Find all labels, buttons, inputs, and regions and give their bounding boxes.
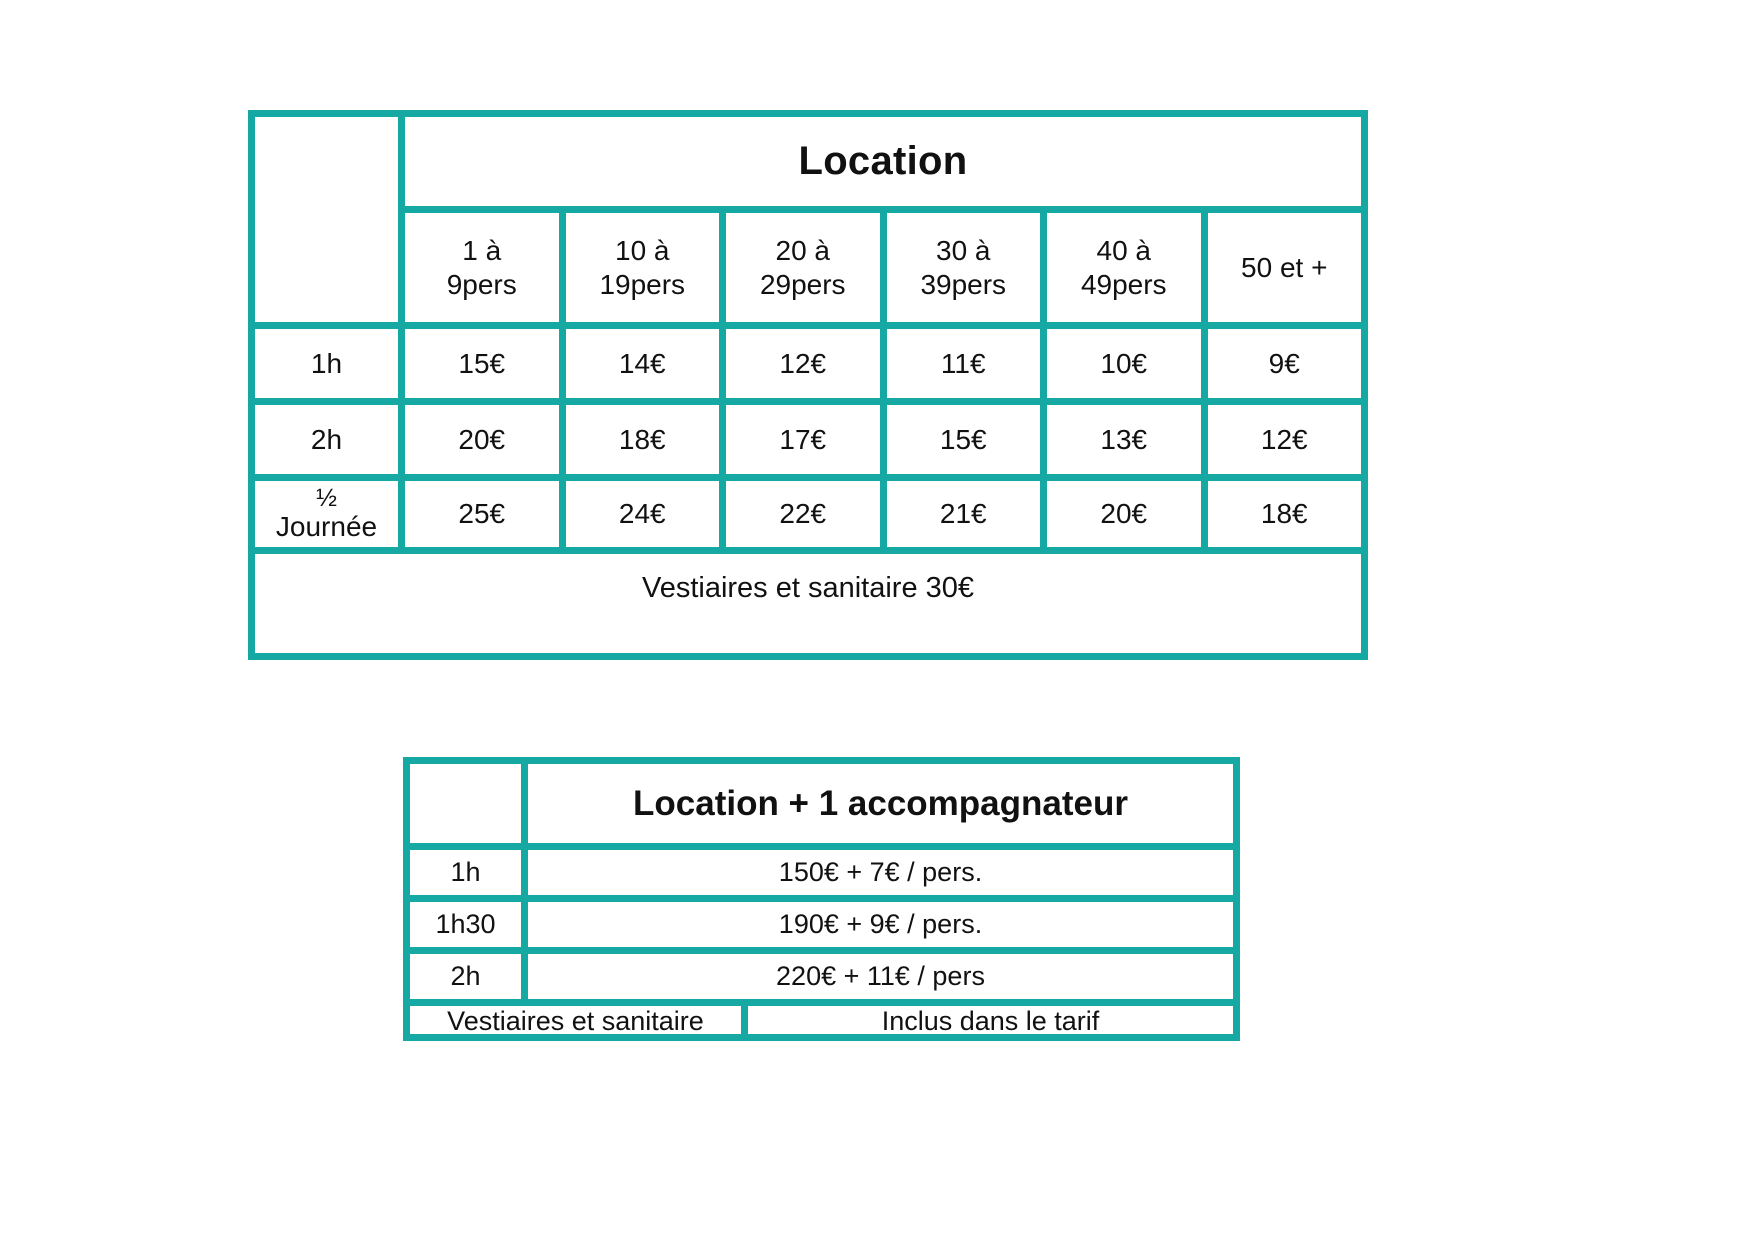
accompagnateur-footer-value: Inclus dans le tarif bbox=[881, 1006, 1100, 1036]
accompagnateur-row-1h30: 1h30 190€ + 9€ / pers. bbox=[410, 902, 1233, 954]
location-row-label-column: 1h 2h ½ Journée bbox=[255, 117, 405, 547]
column-header-1-9-line2: 9pers bbox=[446, 268, 517, 300]
half-day-fraction: ½ bbox=[316, 484, 337, 513]
column-header-20-29-line1: 20 à bbox=[775, 234, 831, 266]
price-1h-10-19: 14€ bbox=[565, 329, 726, 398]
accompagnateur-price-1h30: 190€ + 9€ / pers. bbox=[778, 909, 983, 939]
location-column-header-row: 1 à 9pers 10 à 19pers 20 bbox=[405, 213, 1361, 329]
accompagnateur-title-row: Location + 1 accompagnateur bbox=[410, 764, 1233, 850]
column-header-10-19-line1: 10 à bbox=[615, 234, 670, 266]
accompagnateur-price-1h: 150€ + 7€ / pers. bbox=[778, 857, 983, 887]
price-1h-50-plus: 9€ bbox=[1207, 329, 1361, 398]
location-table-upper: 1h 2h ½ Journée Location bbox=[255, 117, 1361, 547]
row-label-half-day: ½ Journée bbox=[255, 481, 398, 547]
location-table-title: Location bbox=[405, 117, 1361, 213]
price-2h-30-39: 15€ bbox=[886, 405, 1047, 474]
accompagnateur-table-title: Location + 1 accompagnateur bbox=[633, 783, 1128, 823]
price-row-half-day: 25€ 24€ 22€ 21€ 20€ 18€ bbox=[405, 481, 1361, 547]
column-header-20-29: 20 à 29pers bbox=[726, 213, 887, 322]
price-row-2h: 20€ 18€ 17€ 15€ 13€ 12€ bbox=[405, 405, 1361, 481]
price-2h-50-plus: 12€ bbox=[1207, 405, 1361, 474]
accompagnateur-label-1h30: 1h30 bbox=[410, 902, 528, 947]
column-header-10-19: 10 à 19pers bbox=[565, 213, 726, 322]
price-2h-20-29: 17€ bbox=[726, 405, 887, 474]
accompagnateur-row-2h: 2h 220€ + 11€ / pers bbox=[410, 954, 1233, 1006]
accompagnateur-price-2h: 220€ + 11€ / pers bbox=[776, 961, 985, 991]
column-header-30-39-line1: 30 à bbox=[936, 234, 991, 266]
price-1h-30-39: 11€ bbox=[886, 329, 1047, 398]
half-day-word: Journée bbox=[275, 511, 378, 543]
accompagnateur-label-2h: 2h bbox=[410, 954, 528, 999]
price-row-1h: 15€ 14€ 12€ 11€ 10€ 9€ bbox=[405, 329, 1361, 405]
price-2h-40-49: 13€ bbox=[1047, 405, 1208, 474]
price-half-day-1-9: 25€ bbox=[405, 481, 566, 547]
price-half-day-10-19: 24€ bbox=[565, 481, 726, 547]
price-1h-40-49: 10€ bbox=[1047, 329, 1208, 398]
location-pricing-table: 1h 2h ½ Journée Location bbox=[248, 110, 1368, 660]
price-2h-1-9: 20€ bbox=[405, 405, 566, 474]
column-header-40-49-line2: 49pers bbox=[1080, 268, 1167, 300]
column-header-30-39: 30 à 39pers bbox=[886, 213, 1047, 322]
column-header-1-9-line1: 1 à bbox=[462, 234, 502, 266]
price-1h-20-29: 12€ bbox=[726, 329, 887, 398]
accompagnateur-label-1h: 1h bbox=[410, 850, 528, 895]
location-table-body: Location 1 à 9pers 10 à 19pers bbox=[405, 117, 1361, 547]
accompagnateur-pricing-table: Location + 1 accompagnateur 1h 150€ + 7€… bbox=[403, 757, 1240, 1041]
price-half-day-30-39: 21€ bbox=[886, 481, 1047, 547]
column-header-10-19-line2: 19pers bbox=[599, 268, 686, 300]
column-header-40-49: 40 à 49pers bbox=[1047, 213, 1208, 322]
row-label-2h: 2h bbox=[255, 405, 398, 481]
accompagnateur-corner-cell bbox=[410, 764, 528, 843]
price-1h-1-9: 15€ bbox=[405, 329, 566, 398]
accompagnateur-row-1h: 1h 150€ + 7€ / pers. bbox=[410, 850, 1233, 902]
price-half-day-50-plus: 18€ bbox=[1207, 481, 1361, 547]
accompagnateur-footer-label: Vestiaires et sanitaire bbox=[410, 1006, 748, 1037]
price-half-day-40-49: 20€ bbox=[1047, 481, 1208, 547]
location-footer-note: Vestiaires et sanitaire 30€ bbox=[255, 547, 1361, 623]
table-corner-cell bbox=[255, 117, 398, 329]
column-header-30-39-line2: 39pers bbox=[920, 268, 1007, 300]
row-label-1h: 1h bbox=[255, 329, 398, 405]
price-2h-10-19: 18€ bbox=[565, 405, 726, 474]
column-header-50-plus: 50 et + bbox=[1207, 213, 1361, 322]
column-header-20-29-line2: 29pers bbox=[759, 268, 846, 300]
column-header-1-9: 1 à 9pers bbox=[405, 213, 566, 322]
column-header-40-49-line1: 40 à bbox=[1096, 234, 1152, 266]
price-half-day-20-29: 22€ bbox=[726, 481, 887, 547]
accompagnateur-footer-row: Vestiaires et sanitaire Inclus dans le t… bbox=[410, 1006, 1233, 1037]
